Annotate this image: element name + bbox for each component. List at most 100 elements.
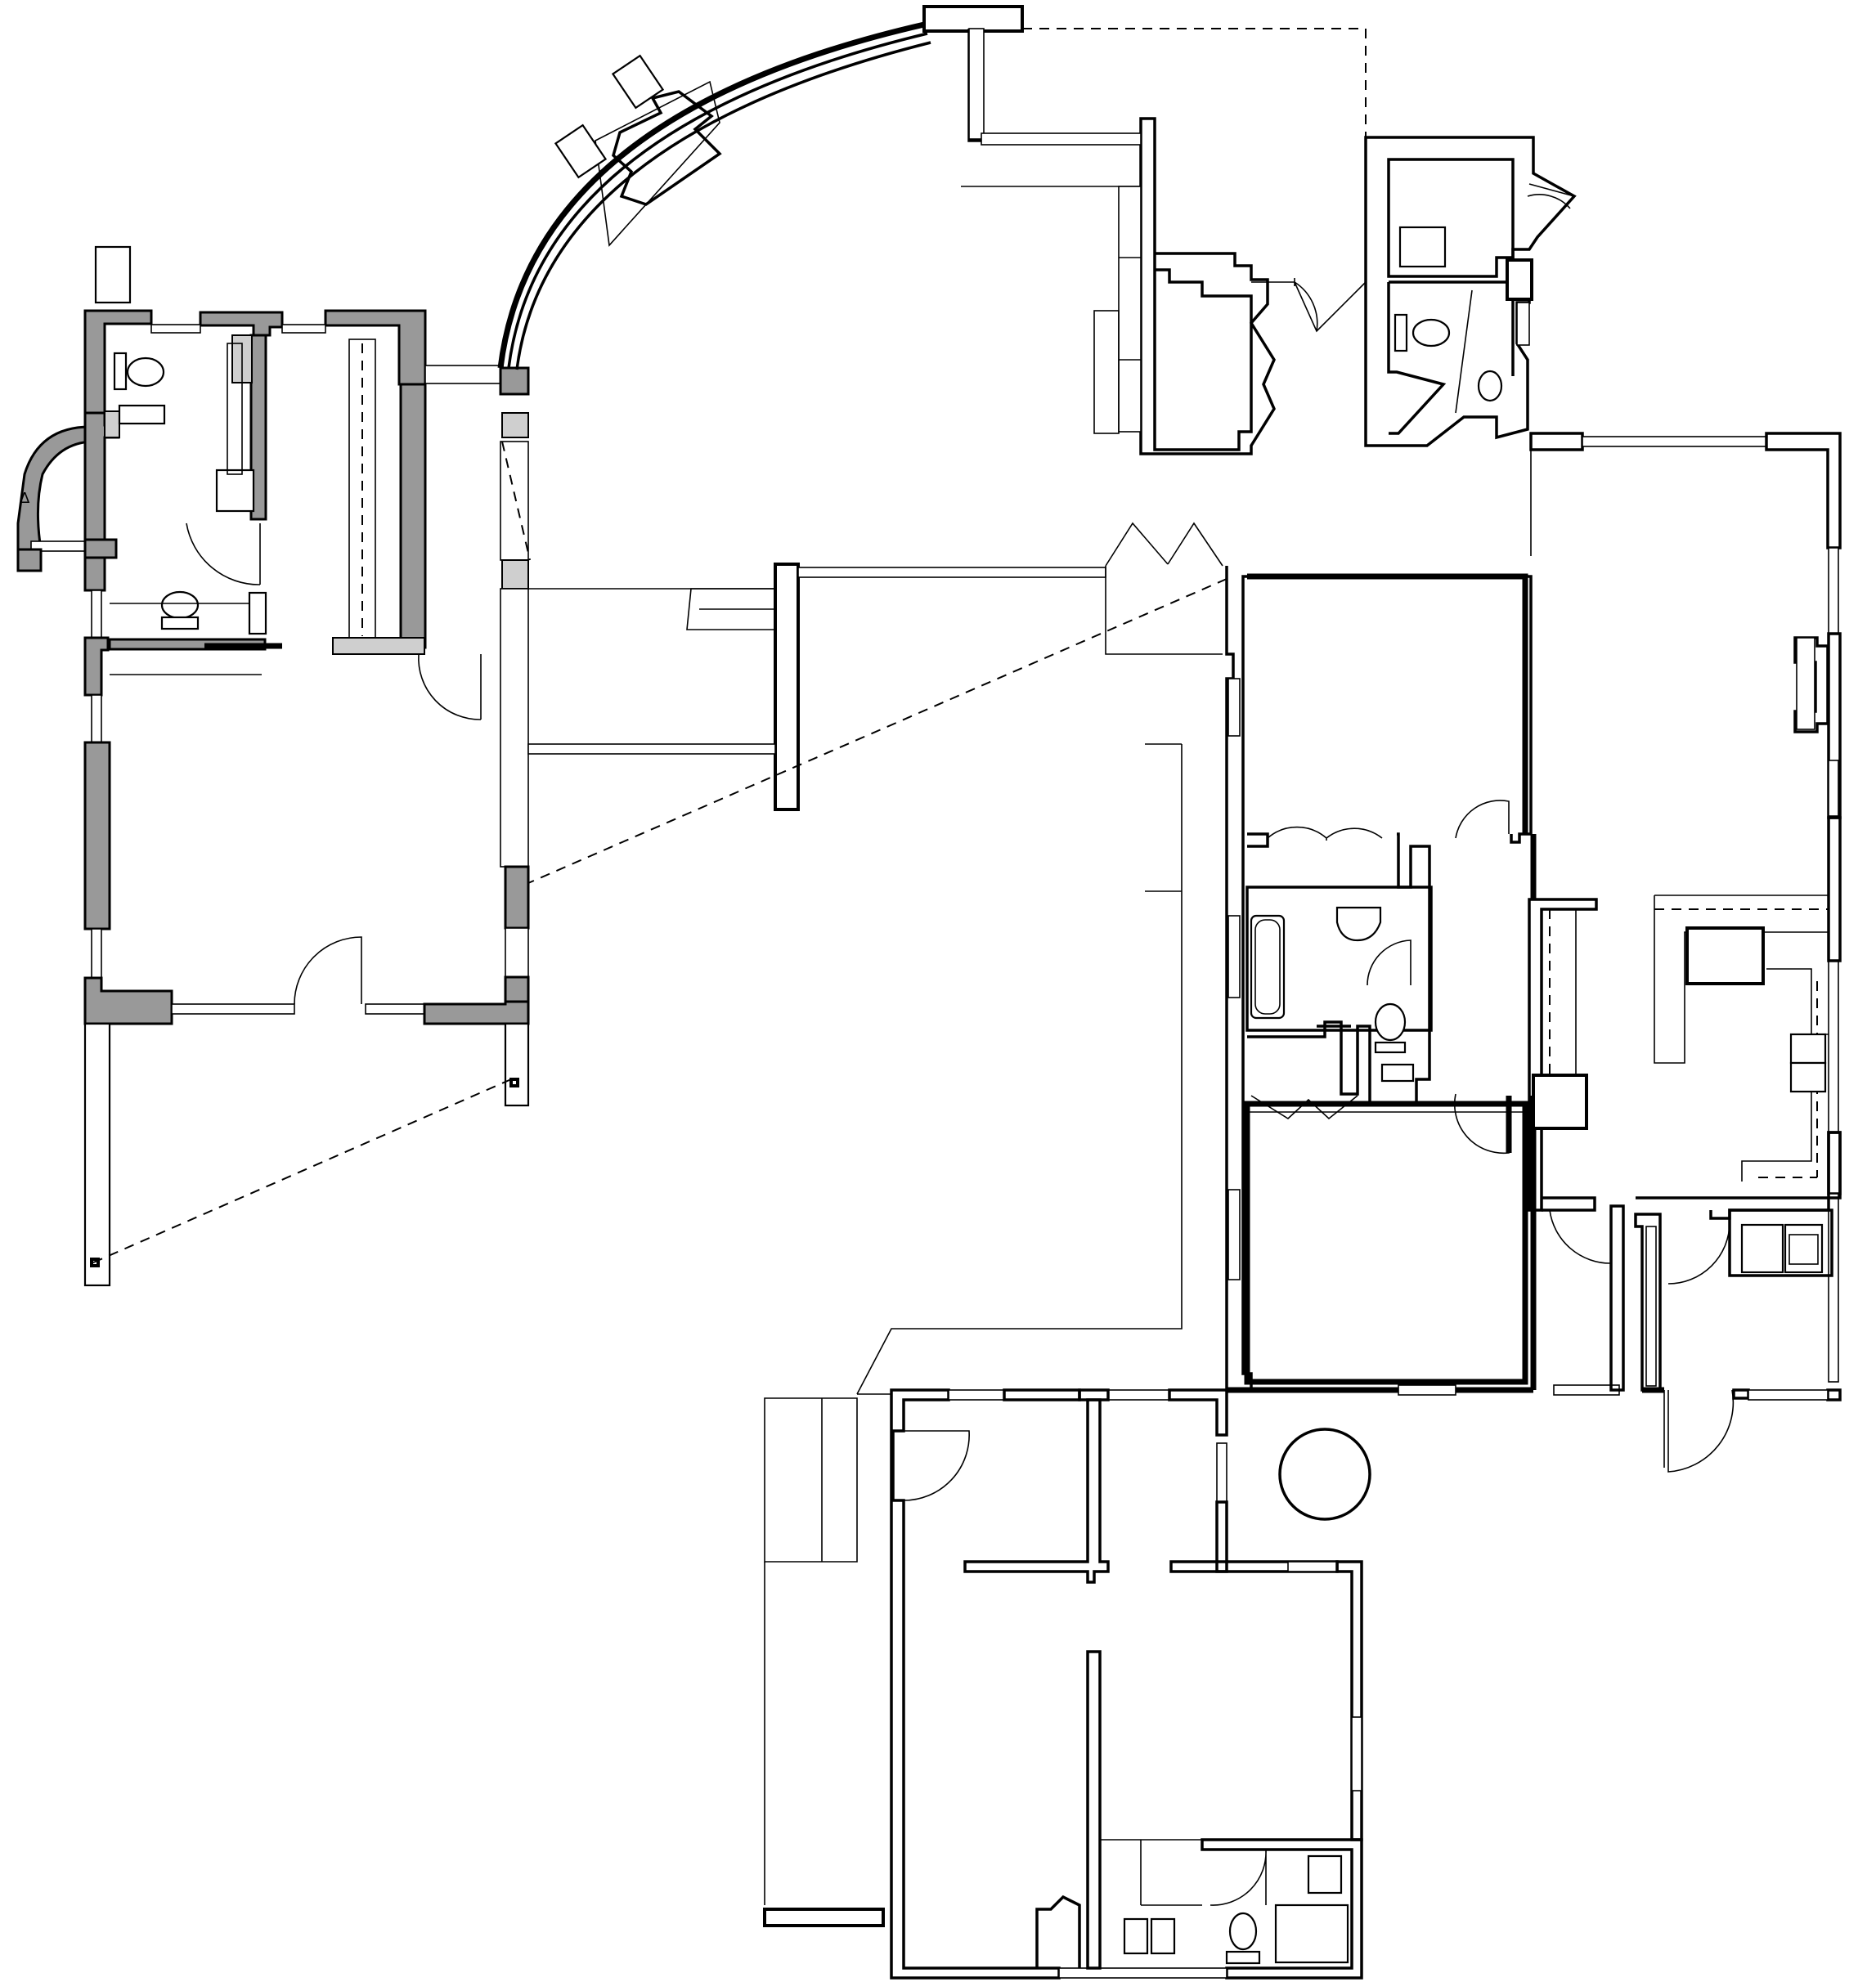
kitchen-east-wall-low — [1827, 1131, 1842, 1200]
central-south-window-2 — [1553, 1384, 1620, 1396]
north-entry-side-window — [1118, 186, 1142, 433]
toilet-tank-2 — [160, 616, 200, 630]
north-entry — [961, 28, 1367, 455]
west-window-b — [91, 694, 102, 743]
kitchen — [1528, 895, 1842, 1473]
central-room-north — [1247, 573, 1528, 834]
shelf-line — [227, 343, 243, 475]
north-entry-window-horiz — [981, 132, 1142, 146]
corridor-door[interactable] — [1453, 1093, 1510, 1155]
gallery-glazing-dash — [501, 441, 531, 561]
toilet-fixture-1 — [126, 356, 165, 388]
central-west-window-2 — [1227, 915, 1241, 998]
sink-fixture — [1335, 906, 1382, 942]
south-wing-entry-door[interactable] — [900, 1430, 970, 1501]
kitchen-door-1[interactable] — [1549, 1209, 1612, 1264]
west-wing-top-wall-2 — [199, 311, 284, 337]
ne-east-wall-pier-2 — [1827, 1131, 1842, 1195]
door-swing-south[interactable] — [294, 936, 362, 1005]
south-wing-ne-wall — [1335, 1560, 1363, 1841]
ne-east-window-3 — [1828, 960, 1839, 1133]
west-wall-long — [83, 741, 111, 930]
west-bay-curved-wall — [16, 417, 98, 567]
kitchen-range — [1532, 1074, 1588, 1130]
east-wall-hatch-1 — [501, 412, 529, 438]
north-bath-inner-2 — [1387, 280, 1515, 435]
bath-door[interactable] — [1367, 939, 1411, 986]
west-bay-wall-bottom — [16, 548, 43, 572]
west-wall-mid-4 — [83, 636, 110, 697]
central-south-window-1 — [1398, 1384, 1456, 1396]
mudroom-south-window — [1748, 1389, 1829, 1401]
south-wing-south-window — [1058, 1967, 1227, 1979]
north-entry-wall-1 — [967, 29, 1276, 455]
mudroom-exterior-door[interactable] — [1667, 1389, 1735, 1473]
breezeway-double-door[interactable] — [1105, 522, 1223, 655]
toilet-tank-4 — [1374, 1041, 1407, 1054]
linen-door[interactable] — [1250, 1095, 1358, 1120]
east-window-lower — [505, 927, 529, 978]
toilet-fixture-5 — [1228, 1912, 1258, 1951]
counter-fixture — [118, 404, 166, 425]
toilet-tank-5 — [1225, 1950, 1261, 1965]
kitchen-west-wall — [1528, 898, 1598, 1212]
porch-post-east — [504, 1022, 530, 1107]
south-wing-interior-2 — [1169, 1560, 1228, 1573]
ne-east-window-1 — [1828, 547, 1839, 635]
north-bath-window — [1516, 302, 1530, 346]
closet-door-1[interactable] — [1267, 826, 1383, 841]
north-bath-inner — [1387, 158, 1515, 278]
north-entry-door[interactable] — [1251, 278, 1367, 333]
curved-wall-mid — [507, 32, 928, 369]
lavatory-fixture — [248, 591, 267, 635]
dryer-inner — [1788, 1234, 1819, 1265]
east-wall-long — [500, 588, 529, 868]
south-wing-east-window-1 — [1216, 1442, 1227, 1503]
breezeway-steps — [686, 588, 776, 630]
south-wing-closet — [1035, 1895, 1081, 1968]
cabinet-pair-2 — [1150, 1917, 1176, 1955]
west-wing-top-window-1 — [150, 324, 201, 334]
south-wing-interior-1 — [963, 1398, 1110, 1584]
door-swing-bath[interactable] — [186, 522, 261, 585]
gallery-bay-window — [612, 90, 722, 206]
cabinet-pair-1 — [1123, 1917, 1149, 1955]
west-wing-top-window-2 — [281, 324, 326, 334]
ne-top-window — [1582, 436, 1767, 447]
bath-wall-frame — [1245, 886, 1433, 1032]
closet-door-2[interactable] — [1455, 800, 1510, 839]
vanity-fixture — [1380, 1063, 1415, 1083]
breezeway-window-top — [797, 567, 1106, 578]
south-porch-outline — [764, 1397, 858, 1563]
ne-east-window-2 — [1828, 760, 1839, 817]
north-bath-door[interactable] — [1527, 183, 1575, 209]
south-porch-bench — [763, 1908, 885, 1927]
west-wall-hatch-1 — [104, 410, 120, 438]
bedroom-south — [1244, 1101, 1528, 1385]
curved-gallery — [497, 5, 1024, 561]
ne-corner-wall — [1765, 432, 1842, 549]
south-wing-top-wall-2 — [1078, 1388, 1228, 1437]
central-corridor-line — [856, 743, 1183, 1395]
partition-base — [332, 637, 425, 655]
ne-fireplace-box — [1796, 637, 1815, 730]
shower-drain — [1477, 370, 1503, 402]
west-wing-top-window-3 — [424, 365, 504, 384]
toilet-fixture-2 — [160, 590, 200, 620]
west-wing: Δ — [16, 245, 530, 1287]
annotation-delta: Δ — [20, 490, 30, 507]
kitchen-door-2[interactable] — [1667, 1222, 1730, 1285]
south-window-2 — [365, 1003, 425, 1015]
north-entry-bench — [1093, 310, 1120, 434]
east-wall-upper — [499, 366, 530, 396]
laundry-frame — [1728, 1208, 1833, 1277]
bathtub-inner — [1254, 919, 1281, 1015]
door-swing-closet[interactable] — [418, 653, 482, 720]
central-west-window-3 — [1227, 1189, 1241, 1280]
south-bath-door[interactable] — [1210, 1849, 1267, 1906]
toilet-fixture-3 — [1411, 318, 1451, 348]
cistern-circle — [1278, 1428, 1371, 1521]
kitchen-south-wall — [1542, 1196, 1830, 1220]
north-bath-wall — [1364, 136, 1577, 447]
west-wall-mid-3 — [83, 556, 106, 592]
